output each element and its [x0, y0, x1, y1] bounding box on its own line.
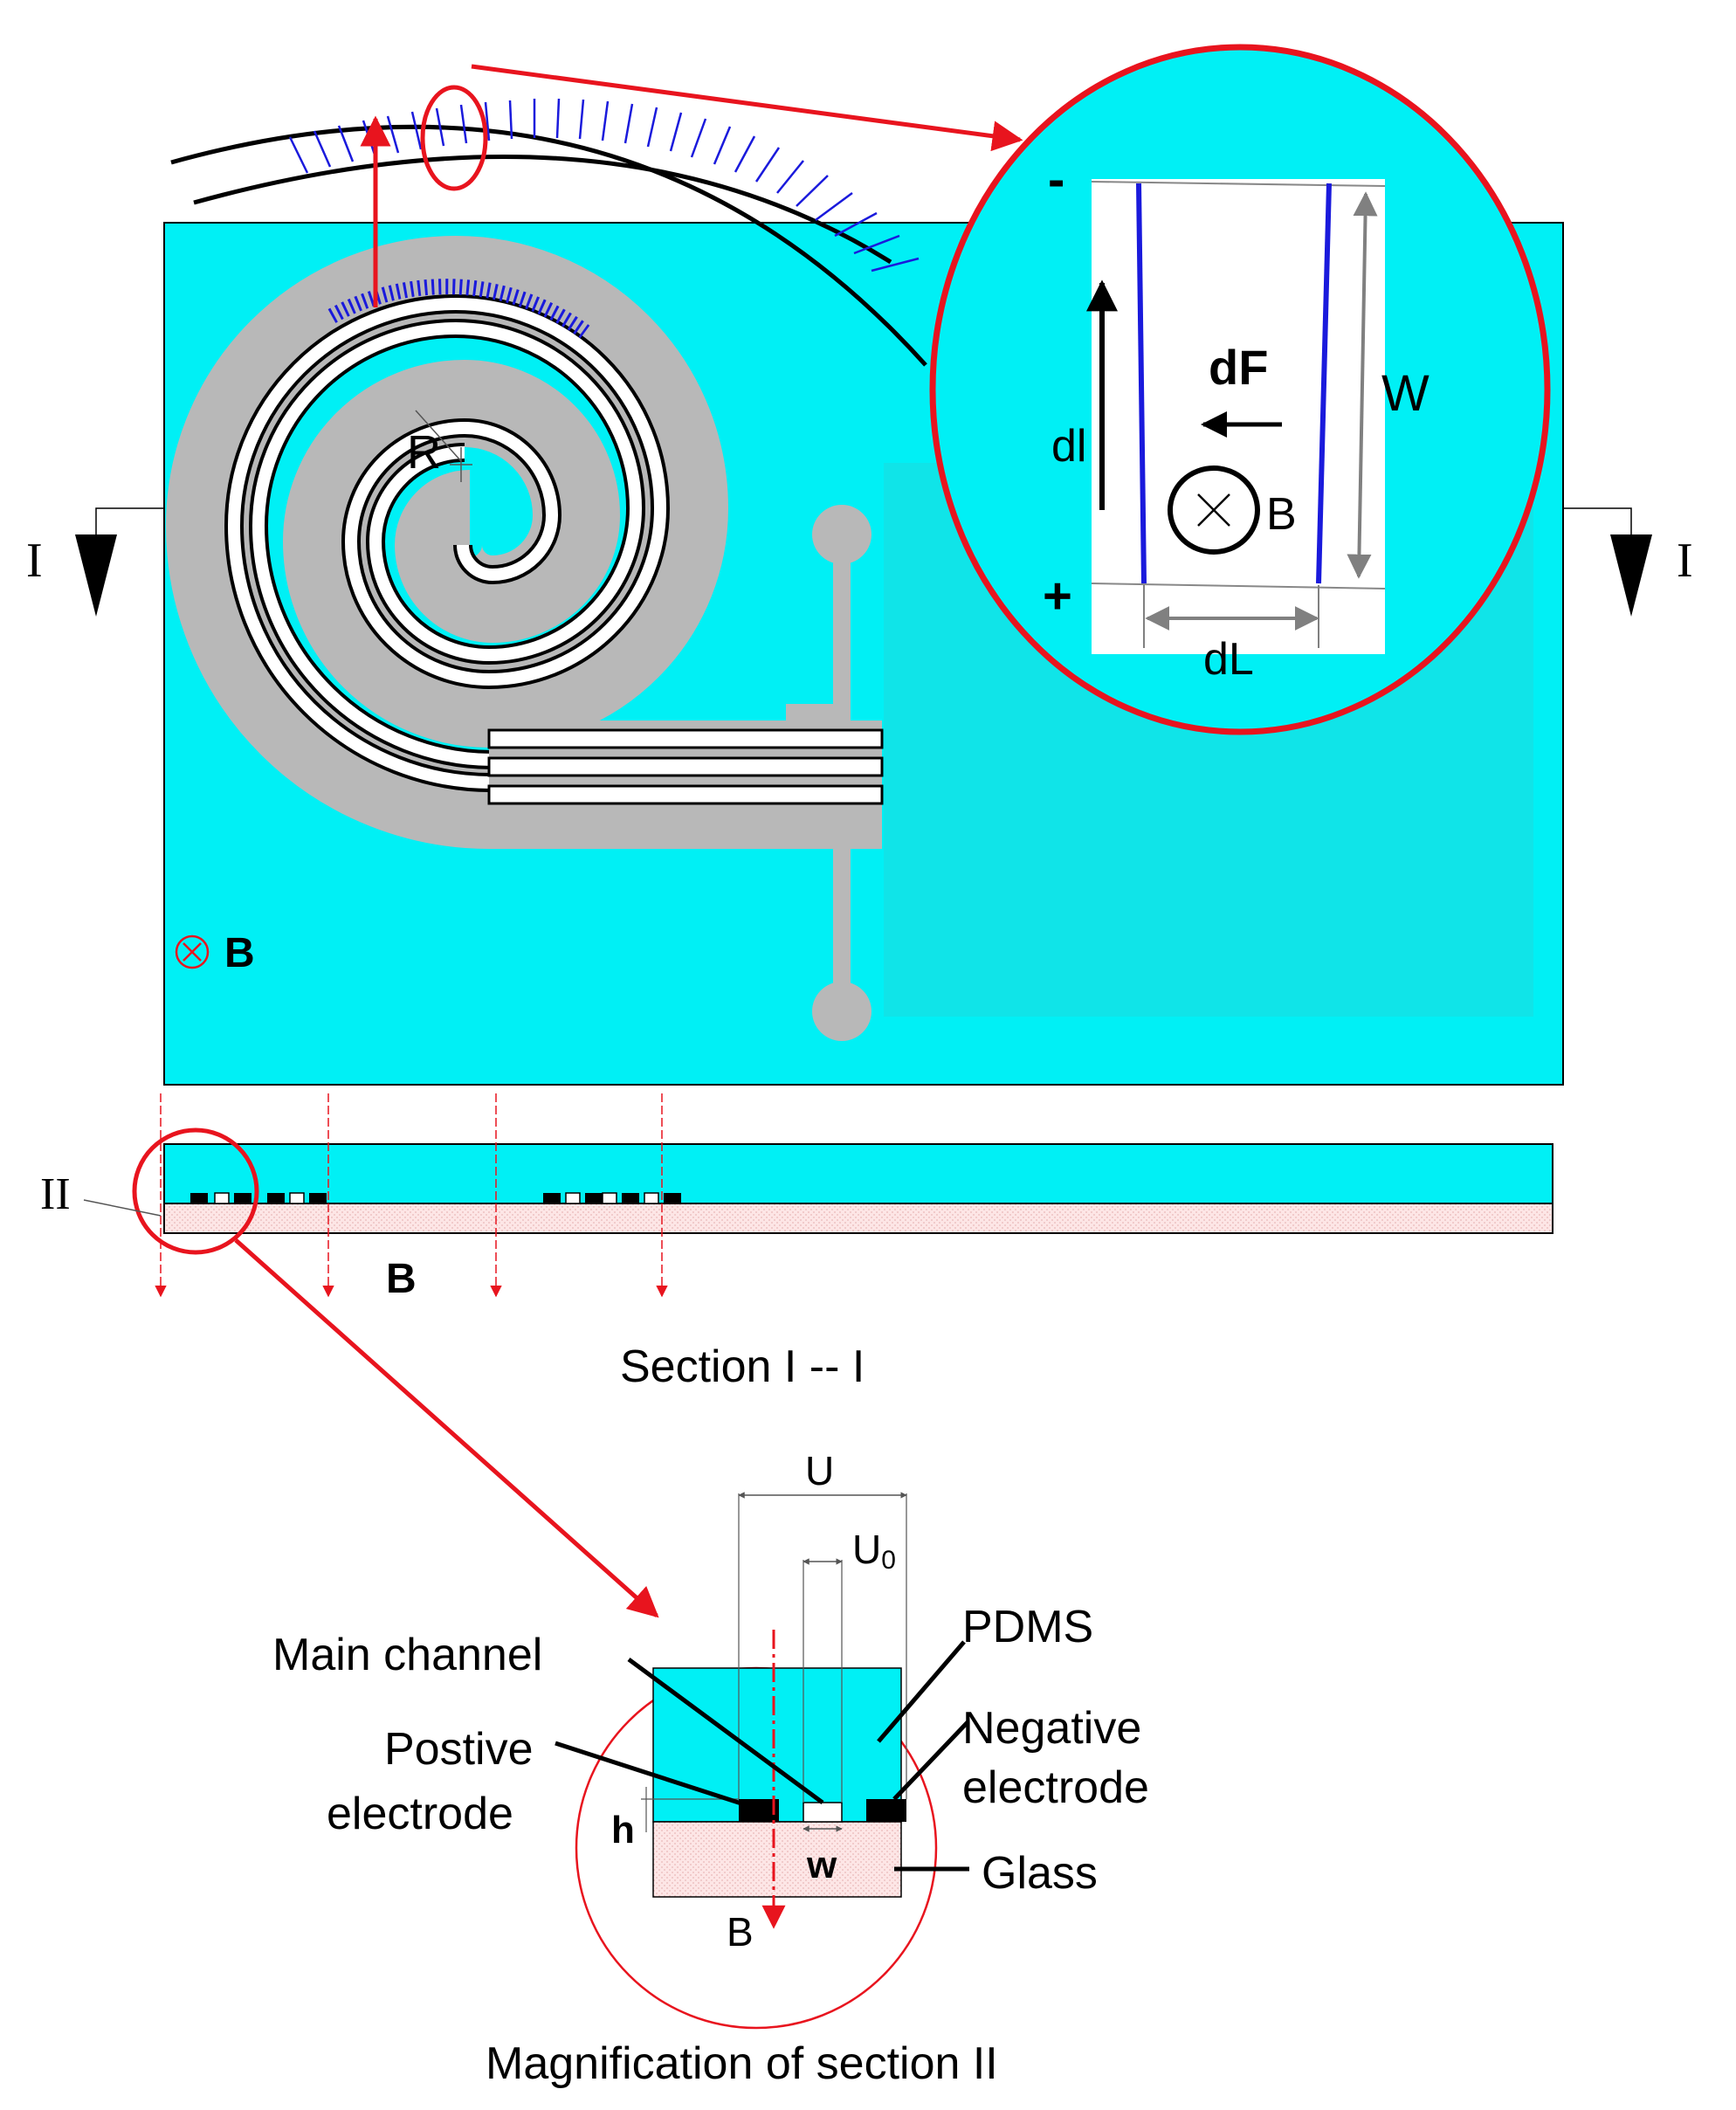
electrode-leads — [786, 505, 871, 1041]
section-field-arrows — [155, 1093, 668, 1298]
magnification-caption: Magnification of section II — [486, 2038, 998, 2089]
positive-electrode-label-line2: electrode — [327, 1789, 513, 1839]
force-zoom-circle: - + dl dF B W dL — [929, 44, 1551, 735]
dim-u0-subscript: 0 — [881, 1546, 896, 1575]
force-label: dF — [1209, 340, 1268, 395]
section-glass — [163, 1203, 1553, 1234]
width-label: W — [1381, 365, 1429, 422]
zoom-field-label: B — [1266, 489, 1297, 540]
zoom-top-line — [1091, 181, 1386, 187]
radius-label: R — [407, 426, 441, 479]
dim-u0-label: U0 — [852, 1527, 896, 1575]
arc-zoom — [170, 64, 1023, 367]
zoom-link-arrow — [471, 64, 1023, 152]
positive-electrode-leader — [555, 1741, 745, 1807]
dim-u-label: U — [805, 1448, 834, 1493]
zoom-plus-label: + — [1043, 568, 1072, 624]
negative-electrode-label-line1: Negative — [962, 1703, 1141, 1754]
section-cut-marks: I I — [26, 507, 1693, 617]
main-channel-label: Main channel — [272, 1630, 542, 1680]
dim-u0-main: U — [852, 1527, 881, 1572]
mag-field-label: B — [727, 1909, 754, 1955]
spiral-channel — [224, 293, 882, 792]
highlighted-segment — [327, 279, 590, 339]
section-ii-leader — [83, 1199, 162, 1217]
glass-label: Glass — [982, 1848, 1098, 1899]
zoom-wall-right — [1316, 183, 1332, 584]
section-zoom-arrow — [234, 1238, 659, 1618]
outlet-channel-1 — [487, 728, 884, 749]
section-cut-right-line — [1563, 507, 1632, 537]
main-channel-leader — [627, 1657, 824, 1805]
dim-w-label: w — [806, 1844, 837, 1886]
positive-electrode — [739, 1799, 779, 1822]
magnification-section-ii: U U0 h w B Main channel PDMS Negative el… — [272, 1448, 1149, 2089]
zoom-field-x-2 — [1197, 493, 1230, 527]
section-mark-right: I — [1677, 534, 1693, 588]
upper-lead-join — [786, 704, 851, 721]
field-label-top-view: B — [224, 930, 255, 976]
section-pdms — [163, 1143, 1553, 1204]
radius-marker: R — [407, 410, 472, 482]
negative-electrode-label-line2: electrode — [962, 1762, 1149, 1813]
spiral-electrode — [165, 235, 882, 849]
section-electrodes-left — [190, 1192, 327, 1204]
field-into-page-icon — [175, 934, 210, 969]
section-view: B II Section I -- I — [40, 1093, 1553, 1618]
section-mark-left: I — [26, 534, 43, 588]
negative-electrode-leader — [892, 1720, 969, 1801]
lower-lead — [833, 817, 851, 1009]
section-cut-right-arrow — [1610, 534, 1652, 617]
section-electrodes-right — [543, 1192, 681, 1204]
section-caption: Section I -- I — [620, 1341, 865, 1392]
outlet-channel-3 — [487, 784, 884, 805]
main-channel-rect — [803, 1802, 843, 1823]
section-cut-left-line — [95, 507, 164, 537]
outlet-channel-2 — [487, 756, 884, 777]
dim-h-label: h — [611, 1809, 635, 1851]
zoom-field-into-page-icon — [1168, 465, 1260, 555]
length-label: dL — [1203, 634, 1254, 685]
lower-pad — [812, 982, 871, 1041]
upper-pad — [812, 505, 871, 564]
width-dimension — [1347, 191, 1378, 579]
upper-lead — [833, 534, 851, 721]
section-ii-label: II — [40, 1169, 71, 1219]
zoom-minus-label: - — [1048, 151, 1064, 208]
current-label: dl — [1051, 421, 1086, 472]
arc-inner-edge — [193, 155, 892, 265]
arc-highlight-ellipse — [420, 85, 488, 191]
outlet-channels — [487, 721, 884, 817]
field-marker-top-view: B — [175, 930, 255, 976]
pdms-label: PDMS — [962, 1602, 1093, 1652]
section-field-label: B — [386, 1256, 417, 1302]
field-x-2 — [183, 942, 202, 962]
section-cut-left-arrow — [75, 534, 117, 617]
zoom-panel — [1092, 179, 1385, 654]
spiral-channel-fill — [227, 297, 882, 789]
spiral-channel-fill-2 — [251, 321, 882, 766]
positive-electrode-label-line1: Postive — [384, 1724, 534, 1775]
section-ii-highlight — [132, 1127, 259, 1255]
zoom-bottom-line — [1091, 583, 1386, 590]
zoom-wall-left — [1136, 183, 1147, 584]
pdms-leader — [877, 1640, 966, 1743]
mag-pdms-block — [652, 1667, 902, 1823]
arc-current-lines — [288, 98, 920, 272]
negative-electrode — [866, 1799, 906, 1822]
mag-glass-block — [652, 1821, 902, 1898]
spiral-electrode-band — [165, 235, 882, 849]
arc-outer-edge — [170, 124, 927, 367]
radius-line — [415, 410, 462, 462]
